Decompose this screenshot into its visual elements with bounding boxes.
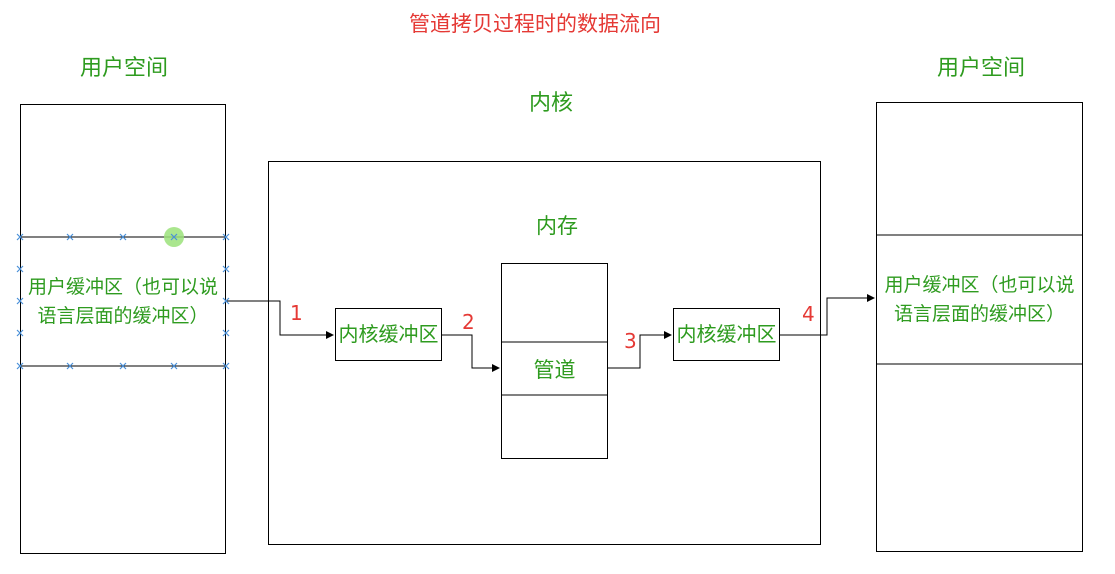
pipe-label: 管道 [533, 357, 576, 382]
arrow-2 [442, 334, 500, 372]
memory-label: 内存 [536, 214, 578, 238]
right-user-space-label: 用户空间 [937, 56, 1026, 81]
kernel-buffer-1[interactable] [335, 308, 442, 361]
step-1-label: 1 [290, 301, 303, 325]
diagram-title: 管道拷贝过程时的数据流向 [409, 12, 661, 36]
kernel-label: 内核 [529, 91, 574, 116]
step-3-label: 3 [624, 329, 637, 353]
selection-handles [16, 233, 230, 370]
kernel-buffer-1-label: 内核缓冲区 [338, 322, 439, 346]
pipe-box[interactable] [501, 263, 608, 459]
arrow-3 [608, 331, 672, 369]
right-user-space-box[interactable] [876, 102, 1083, 552]
kernel-buffer-2-label: 内核缓冲区 [676, 322, 777, 346]
step-2-label: 2 [462, 310, 475, 334]
left-user-space-label: 用户空间 [80, 56, 169, 81]
kernel-buffer-2[interactable] [673, 308, 780, 361]
left-user-buffer-label: 用户缓冲区（也可以说语言层面的缓冲区） [27, 276, 218, 327]
arrow-1 [226, 300, 334, 339]
right-user-buffer-label: 用户缓冲区（也可以说语言层面的缓冲区） [884, 274, 1075, 325]
arrow-4 [780, 294, 875, 336]
left-user-space-box[interactable] [20, 104, 226, 554]
step-4-label: 4 [802, 302, 815, 326]
